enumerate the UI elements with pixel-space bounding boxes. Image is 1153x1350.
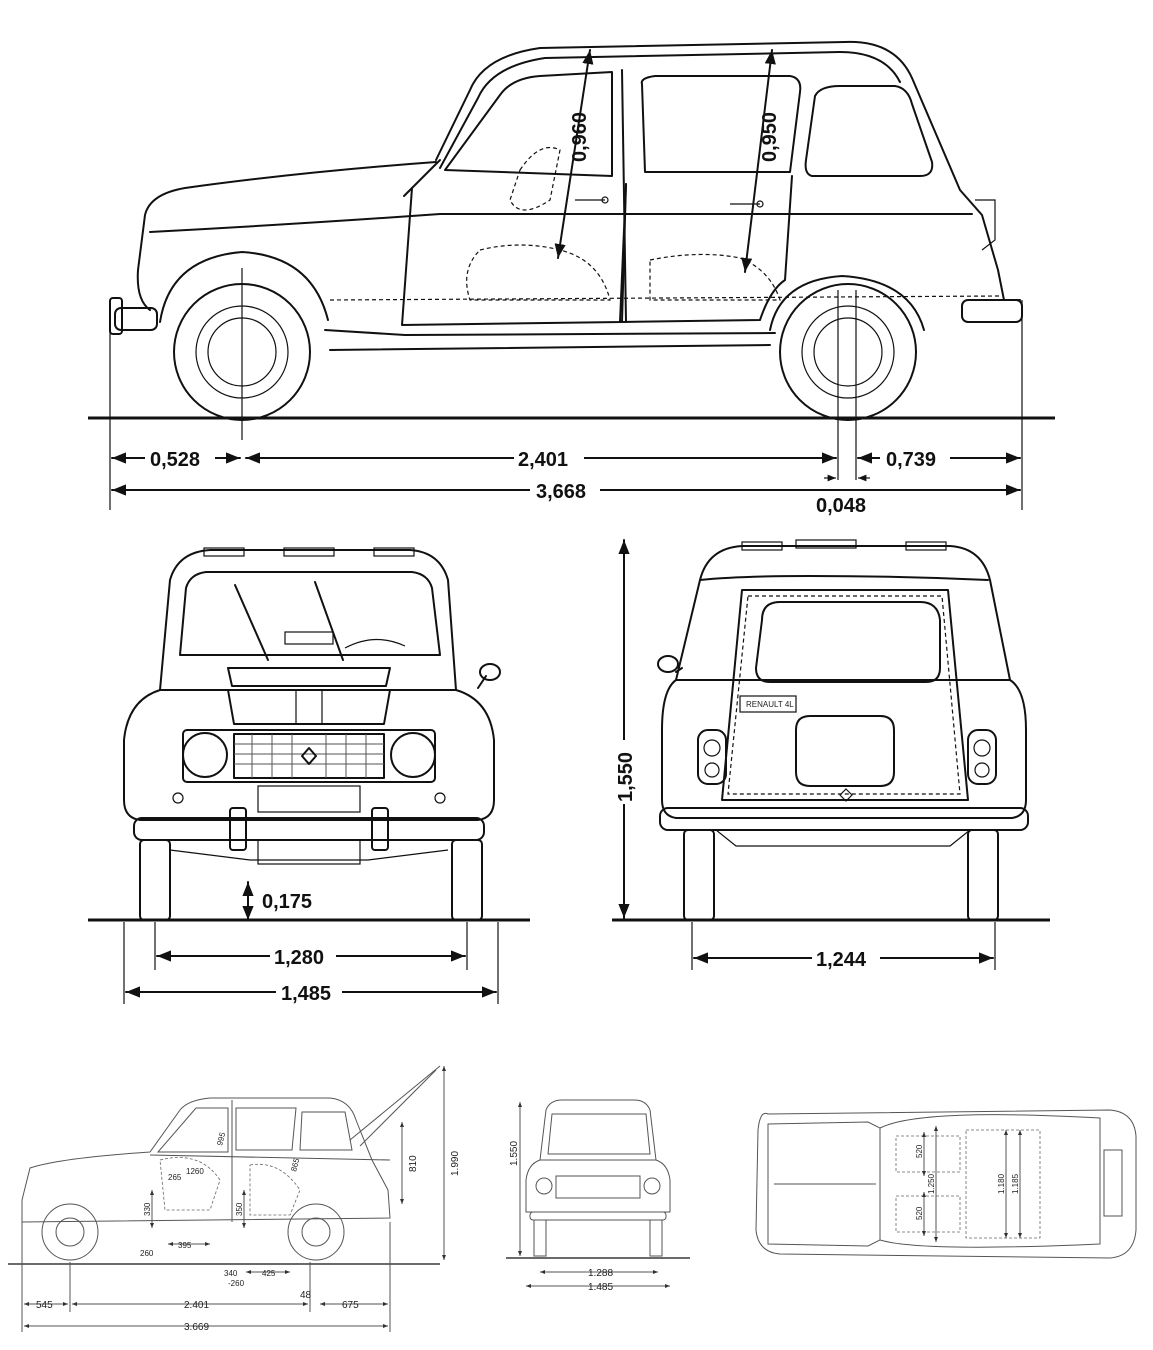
small-top-view: 520 520 1.250 1.180 1.185: [755, 1109, 1137, 1259]
side-dimensions: 0,528 2,401 0,739 3,668 0,048: [109, 300, 1023, 517]
dim-small-roof-rear: 865: [289, 1157, 301, 1173]
dim-small-seat-pos: 1260: [186, 1167, 204, 1176]
small-front-view: 1.550 1.288 1.485: [506, 1099, 690, 1293]
dim-small-shoulder-front: 1.180: [997, 1173, 1006, 1194]
dim-small-overall-length: 3.669: [184, 1322, 209, 1333]
dim-roof-front: 0,960: [569, 112, 591, 162]
front-dimensions: 0,175 1,280 1,485: [123, 881, 499, 1005]
dim-small-rear-overhang: 675: [342, 1300, 359, 1311]
small-car-side-body: [8, 1065, 441, 1265]
dim-small-seat-height-front: 330: [143, 1202, 152, 1216]
dim-front-track: 1,280: [274, 947, 324, 969]
dim-small-seat-width-rear: 520: [915, 1206, 924, 1220]
car-front-body: [123, 547, 501, 921]
dim-small-seat-travel-minus: -260: [228, 1279, 245, 1288]
height-arrow-front: [554, 49, 594, 259]
car-rear-body: RENAULT 4L: [657, 539, 1029, 921]
dim-small-wheelbase: 2.401: [184, 1300, 209, 1311]
dim-front-overhang: 0,528: [150, 449, 200, 471]
small-front-dimensions: 1.550 1.288 1.485: [509, 1102, 670, 1293]
dim-small-roof-front: 995: [215, 1131, 227, 1147]
dim-roof-rear: 0,950: [759, 112, 781, 162]
rear-wheel: [779, 283, 917, 480]
dim-overall-width: 1,485: [281, 983, 331, 1005]
car-side-body: [109, 40, 1023, 351]
dim-ground-clearance: 0,175: [262, 891, 312, 913]
dim-small-shoulder-rear: 1.185: [1011, 1173, 1020, 1194]
small-side-view: 1.990 810 995 865 265 1260 330 350 260 3…: [8, 1065, 461, 1333]
dim-overall-height: 1,550: [615, 752, 637, 802]
rear-badge: RENAULT 4L: [746, 700, 794, 709]
dim-rear-overhang: 0,739: [886, 449, 936, 471]
dim-small-seat-angle: 265: [168, 1173, 182, 1182]
dim-small-seat-width-front: 520: [915, 1144, 924, 1158]
dim-small-front-leg: 395: [178, 1241, 192, 1250]
dim-small-seat-height-rear: 350: [235, 1202, 244, 1216]
dim-small-wheelbase-diff: 48: [300, 1290, 312, 1301]
side-view: 0,960 0,950 0,528 2,401 0,739 3,668 0,04…: [88, 40, 1055, 517]
small-side-dimensions: 1.990 810 995 865 265 1260 330 350 260 3…: [21, 1066, 461, 1333]
dim-small-height: 1.550: [509, 1141, 520, 1166]
front-view: 0,175 1,280 1,485: [88, 547, 530, 1005]
dim-wheelbase: 2,401: [518, 449, 568, 471]
rear-dimensions: 1,550 1,244: [612, 539, 996, 971]
small-car-top-body: [755, 1109, 1137, 1259]
dim-overall-length: 3,668: [536, 481, 586, 503]
dim-small-interior-length: 810: [408, 1155, 419, 1172]
dim-small-tailgate-height: 1.990: [450, 1151, 461, 1176]
front-wheel: [173, 268, 311, 440]
dim-small-interior-width: 1.250: [927, 1173, 936, 1194]
height-arrow-rear: [741, 49, 776, 273]
small-car-front-body: [506, 1099, 690, 1259]
dim-small-seat-travel: 340: [224, 1269, 238, 1278]
dim-small-rear-leg: 425: [262, 1269, 276, 1278]
dim-wheelbase-diff: 0,048: [816, 495, 866, 517]
rear-view: RENAULT 4L 1,550: [612, 539, 1050, 971]
dim-small-seat-offset: 260: [140, 1249, 154, 1258]
dim-small-width: 1.485: [588, 1282, 613, 1293]
dim-small-front-overhang: 545: [36, 1300, 53, 1311]
small-top-dimensions: 520 520 1.250 1.180 1.185: [915, 1126, 1022, 1242]
dim-small-track: 1.288: [588, 1268, 613, 1279]
dim-rear-track: 1,244: [816, 949, 867, 971]
